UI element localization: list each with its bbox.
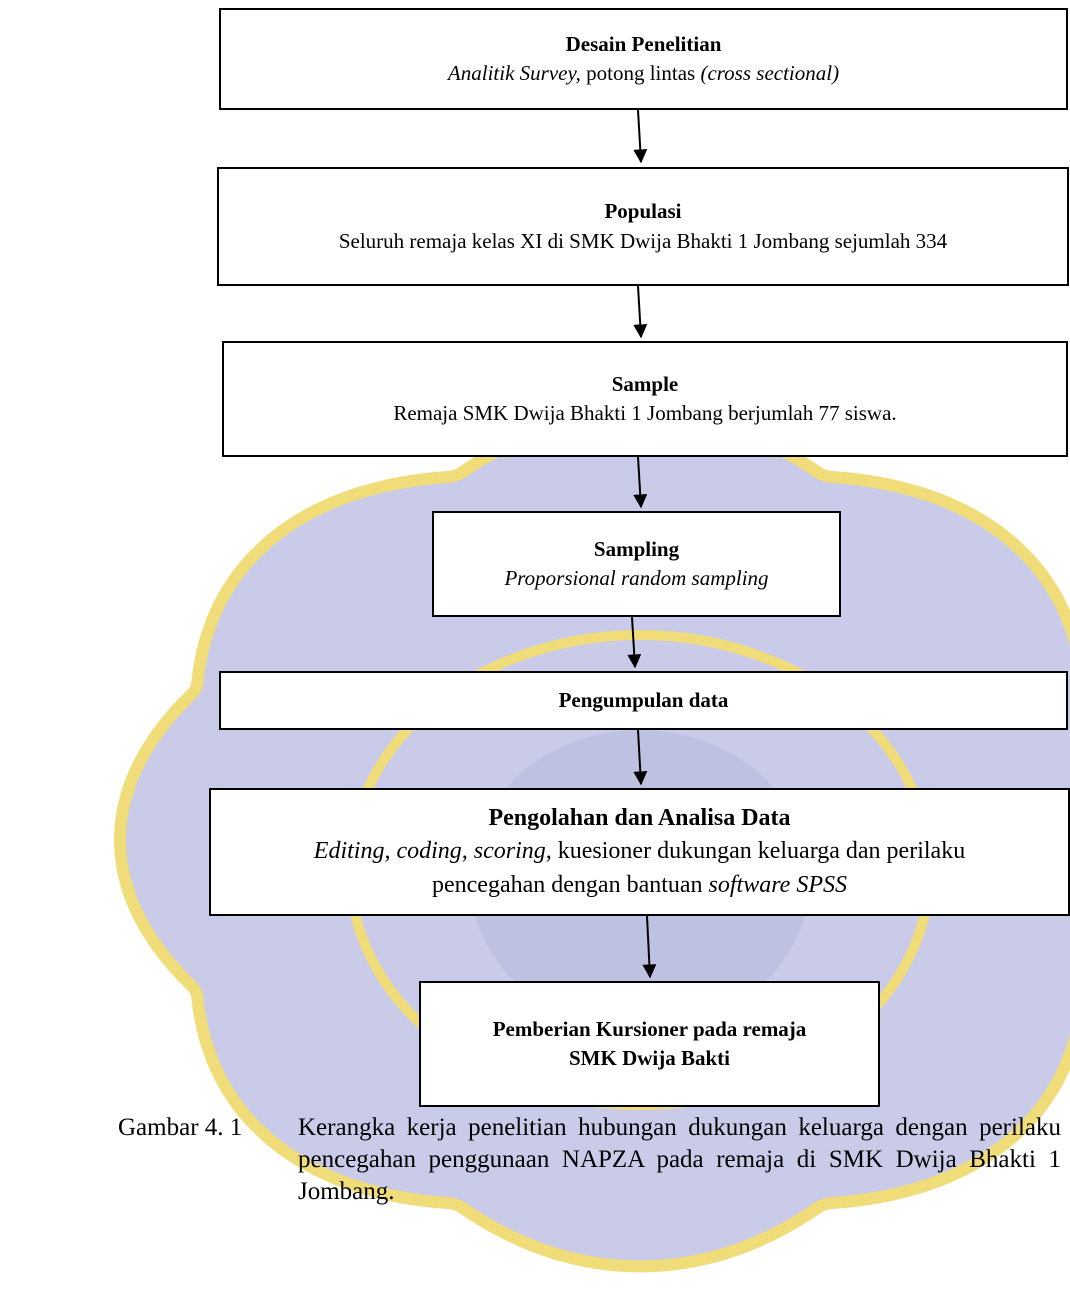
arrow-desain-to-populasi: [633, 109, 648, 164]
caption-label: Gambar 4. 1: [118, 1114, 243, 1141]
arrow-sampling-to-pengumpulan: [627, 616, 642, 669]
box-pemberian-kursioner: Pemberian Kursioner pada remaja SMK Dwij…: [419, 981, 880, 1107]
box-sample: Sample Remaja SMK Dwija Bhakti 1 Jombang…: [222, 341, 1068, 457]
caption-text: Kerangka kerja penelitian hubungan dukun…: [298, 1114, 1061, 1205]
box-sampling-title: Sampling: [593, 536, 680, 561]
box-pemberian-line1: Pemberian Kursioner pada remaja: [492, 1016, 807, 1041]
box-sample-title: Sample: [611, 371, 679, 396]
desc-seg: kuesioner dukungan keluarga dan perilaku: [551, 838, 966, 865]
box-desain-desc: Analitik Survey, potong lintas (cross se…: [448, 59, 839, 88]
arrow-populasi-to-sample: [633, 285, 648, 339]
desc-seg: potong lintas: [580, 61, 701, 85]
arrow-pengolahan-to-pemberian: [642, 915, 657, 979]
box-sampling-desc: Proporsional random sampling: [504, 566, 769, 590]
arrow-sample-to-sampling: [633, 456, 648, 509]
arrow-pengumpulan-to-pengolahan: [633, 729, 648, 786]
box-desain-penelitian: Desain Penelitian Analitik Survey, poton…: [219, 8, 1068, 110]
box-pengumpulan-title: Pengumpulan data: [558, 687, 729, 712]
desc-seg: software SPSS: [708, 871, 847, 898]
desc-seg: Editing, coding, scoring,: [313, 838, 552, 865]
box-pengolahan-desc-line2: pencegahan dengan bantuan software SPSS: [432, 869, 847, 903]
box-pengumpulan-data: Pengumpulan data: [219, 671, 1068, 730]
box-desain-title: Desain Penelitian: [565, 31, 722, 56]
box-pengolahan-desc-line1: Editing, coding, scoring, kuesioner duku…: [314, 835, 965, 869]
box-populasi-title: Populasi: [604, 199, 682, 224]
desc-seg: (cross sectional): [700, 61, 840, 85]
box-populasi-desc: Seluruh remaja kelas XI di SMK Dwija Bha…: [338, 228, 948, 253]
box-pengolahan-analisa: Pengolahan dan Analisa Data Editing, cod…: [209, 788, 1070, 916]
box-populasi: Populasi Seluruh remaja kelas XI di SMK …: [217, 167, 1069, 286]
box-pengolahan-title: Pengolahan dan Analisa Data: [488, 804, 791, 831]
desc-seg: Analitik Survey,: [447, 61, 581, 85]
box-pemberian-line2: SMK Dwija Bakti: [568, 1046, 730, 1070]
desc-seg: pencegahan dengan bantuan: [432, 871, 709, 898]
box-sampling: Sampling Proporsional random sampling: [432, 511, 841, 617]
box-sample-desc: Remaja SMK Dwija Bhakti 1 Jombang berjum…: [393, 401, 897, 425]
